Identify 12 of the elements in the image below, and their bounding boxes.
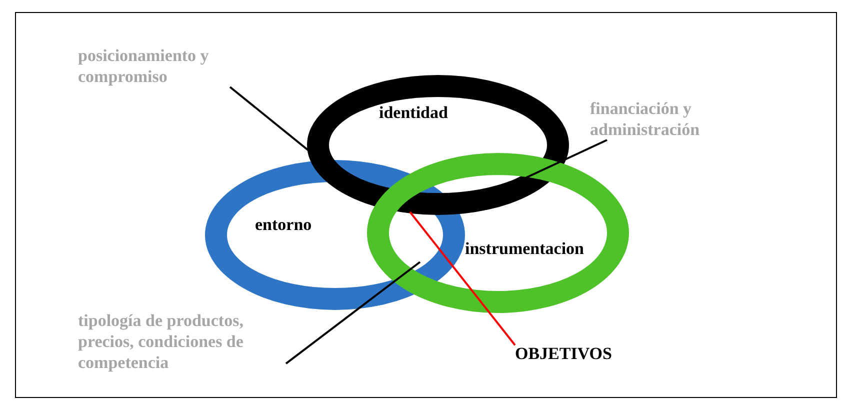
ring-label: entorno: [255, 215, 312, 235]
leader-line: [409, 211, 516, 346]
ring: [205, 160, 465, 310]
callout-text: tipología de productos, precios, condiciones de competencia: [78, 310, 286, 373]
ring-label: instrumentacion: [465, 239, 584, 259]
ring: [367, 153, 629, 313]
callout-text: financiación y administración: [590, 98, 760, 140]
leader-line: [285, 261, 421, 364]
callout-text: posicionamiento y compromiso: [78, 45, 238, 87]
callout-text: OBJETIVOS: [515, 343, 612, 364]
ring: [307, 75, 569, 215]
ring-label: identidad: [379, 103, 448, 123]
